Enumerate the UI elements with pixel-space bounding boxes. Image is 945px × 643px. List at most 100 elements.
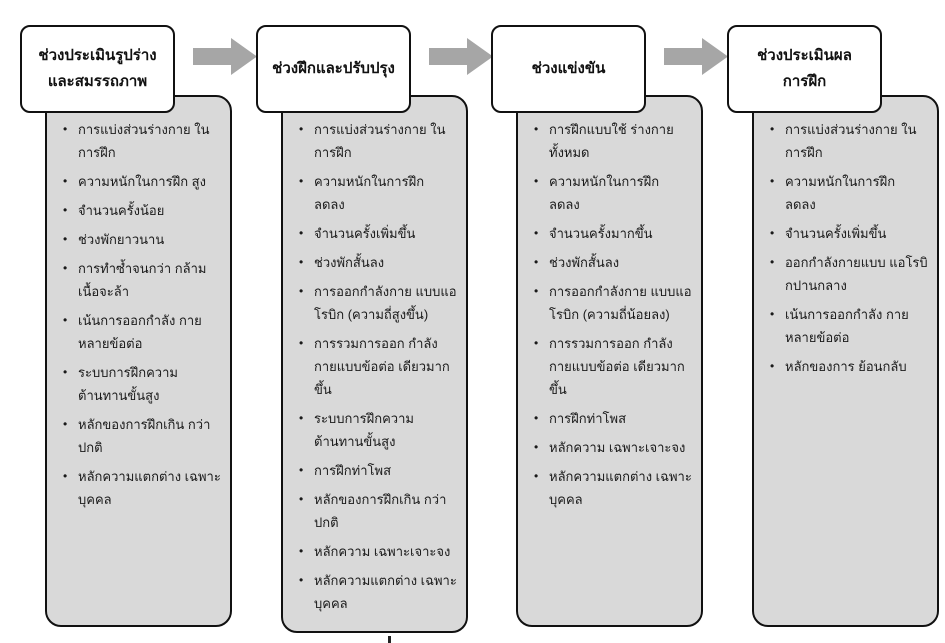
list-item: • การออกกำลังกาย แบบแอโรบิก (ความถี่น้อย…: [534, 280, 693, 326]
list-item: • หลักความ เฉพาะเจาะจง: [299, 540, 458, 563]
list-item-text: การทำซ้ำจนกว่า กล้ามเนื้อจะล้า: [78, 261, 207, 299]
bullet-icon: •: [534, 255, 539, 269]
list-item-text: หลักความแตกต่าง เฉพาะบุคคล: [78, 469, 221, 507]
list-item-text: ช่วงพักยาวนาน: [78, 232, 165, 247]
arrow-right-glyph: [429, 38, 493, 75]
bullet-icon: •: [63, 313, 68, 327]
list-item: • การรวมการออก กำลังกายแบบข้อต่อ เดียวมา…: [534, 332, 693, 401]
bullet-icon: •: [534, 174, 539, 188]
phase-title: ช่วงแข่งขัน: [532, 56, 606, 82]
list-item: • เน้นการออกกำลัง กายหลายข้อต่อ: [770, 303, 929, 349]
bullet-icon: •: [299, 255, 304, 269]
phase-list-box: • การแบ่งส่วนร่างกาย ในการฝึก • ความหนัก…: [752, 95, 939, 627]
list-item: • หลักความแตกต่าง เฉพาะบุคคล: [63, 465, 222, 511]
phase-item-list: • การแบ่งส่วนร่างกาย ในการฝึก • ความหนัก…: [770, 118, 929, 378]
list-item-text: การฝึกท่าโพส: [314, 463, 391, 478]
list-item: • หลักของการ ย้อนกลับ: [770, 355, 929, 378]
phase-column: • การฝึกแบบใช้ ร่างกายทั้งหมด • ความหนัก…: [491, 25, 703, 635]
bullet-icon: •: [770, 174, 775, 188]
list-item: • การฝึกท่าโพส: [299, 459, 458, 482]
bullet-icon: •: [299, 573, 304, 587]
list-item: • การรวมการออก กำลังกายแบบข้อต่อ เดียวมา…: [299, 332, 458, 401]
arrow-right-icon: [193, 38, 257, 75]
caption-fragment: [388, 636, 391, 643]
bullet-icon: •: [63, 203, 68, 217]
phase-item-list: • การฝึกแบบใช้ ร่างกายทั้งหมด • ความหนัก…: [534, 118, 693, 511]
bullet-icon: •: [770, 307, 775, 321]
list-item-text: ระบบการฝึกความ ต้านทานขั้นสูง: [78, 365, 178, 403]
list-item-text: เน้นการออกกำลัง กายหลายข้อต่อ: [78, 313, 202, 351]
bullet-icon: •: [63, 261, 68, 275]
phase-title-line: ช่วงประเมินผล: [757, 47, 852, 64]
phase-title-box: ช่วงประเมินรูปร่างและสมรรถภาพ: [20, 25, 175, 113]
bullet-icon: •: [534, 284, 539, 298]
list-item-text: หลักของการฝึกเกิน กว่าปกติ: [78, 417, 211, 455]
list-item-text: หลักของการฝึกเกิน กว่าปกติ: [314, 492, 447, 530]
list-item-text: หลักความ เฉพาะเจาะจง: [549, 440, 686, 455]
bullet-icon: •: [770, 255, 775, 269]
phase-title: ช่วงประเมินรูปร่างและสมรรถภาพ: [38, 43, 156, 95]
list-item-text: หลักความแตกต่าง เฉพาะบุคคล: [549, 469, 692, 507]
list-item-text: ความหนักในการฝึก สูง: [78, 174, 206, 189]
list-item-text: หลักความแตกต่าง เฉพาะบุคคล: [314, 573, 457, 611]
bullet-icon: •: [299, 226, 304, 240]
phase-column: • การแบ่งส่วนร่างกาย ในการฝึก • ความหนัก…: [727, 25, 939, 635]
list-item-text: จำนวนครั้งน้อย: [78, 203, 165, 218]
list-item: • ระบบการฝึกความ ต้านทานขั้นสูง: [299, 407, 458, 453]
bullet-icon: •: [63, 417, 68, 431]
list-item-text: จำนวนครั้งเพิ่มขึ้น: [785, 226, 887, 241]
phase-column: • การแบ่งส่วนร่างกาย ในการฝึก • ความหนัก…: [20, 25, 232, 635]
list-item-text: ช่วงพักสั้นลง: [549, 255, 620, 270]
bullet-icon: •: [534, 440, 539, 454]
list-item: • การทำซ้ำจนกว่า กล้ามเนื้อจะล้า: [63, 257, 222, 303]
list-item: • การแบ่งส่วนร่างกาย ในการฝึก: [63, 118, 222, 164]
list-item: • การแบ่งส่วนร่างกาย ในการฝึก: [770, 118, 929, 164]
phase-title: ช่วงฝึกและปรับปรุง: [272, 56, 395, 82]
phase-list-box: • การแบ่งส่วนร่างกาย ในการฝึก • ความหนัก…: [281, 95, 468, 633]
list-item-text: การฝึกท่าโพส: [549, 411, 626, 426]
bullet-icon: •: [63, 365, 68, 379]
phase-title: ช่วงประเมินผลการฝึก: [757, 43, 852, 95]
list-item: • หลักความ เฉพาะเจาะจง: [534, 436, 693, 459]
phase-item-list: • การแบ่งส่วนร่างกาย ในการฝึก • ความหนัก…: [63, 118, 222, 511]
list-item-text: หลักของการ ย้อนกลับ: [785, 359, 907, 374]
phase-list-box: • การแบ่งส่วนร่างกาย ในการฝึก • ความหนัก…: [45, 95, 232, 627]
list-item-text: จำนวนครั้งมากขึ้น: [549, 226, 653, 241]
list-item-text: การแบ่งส่วนร่างกาย ในการฝึก: [78, 122, 210, 160]
bullet-icon: •: [299, 544, 304, 558]
list-item-text: การรวมการออก กำลังกายแบบข้อต่อ เดียวมากข…: [314, 336, 450, 397]
list-item: • หลักความแตกต่าง เฉพาะบุคคล: [534, 465, 693, 511]
bullet-icon: •: [63, 469, 68, 483]
list-item-text: ความหนักในการฝึก ลดลง: [549, 174, 660, 212]
list-item: • การฝึกท่าโพส: [534, 407, 693, 430]
phase-title-box: ช่วงฝึกและปรับปรุง: [256, 25, 411, 113]
phase-column: • การแบ่งส่วนร่างกาย ในการฝึก • ความหนัก…: [256, 25, 468, 635]
list-item-text: การแบ่งส่วนร่างกาย ในการฝึก: [314, 122, 446, 160]
bullet-icon: •: [299, 174, 304, 188]
list-item-text: ความหนักในการฝึก ลดลง: [785, 174, 896, 212]
arrow-right-icon: [429, 38, 493, 75]
list-item: • จำนวนครั้งน้อย: [63, 199, 222, 222]
list-item: • จำนวนครั้งมากขึ้น: [534, 222, 693, 245]
bullet-icon: •: [299, 284, 304, 298]
list-item-text: การรวมการออก กำลังกายแบบข้อต่อ เดียวมากข…: [549, 336, 685, 397]
bullet-icon: •: [534, 122, 539, 136]
list-item: • จำนวนครั้งเพิ่มขึ้น: [770, 222, 929, 245]
list-item: • ช่วงพักสั้นลง: [534, 251, 693, 274]
bullet-icon: •: [770, 359, 775, 373]
bullet-icon: •: [299, 463, 304, 477]
arrow-right-glyph: [664, 38, 728, 75]
list-item-text: การฝึกแบบใช้ ร่างกายทั้งหมด: [549, 122, 674, 160]
list-item: • ช่วงพักสั้นลง: [299, 251, 458, 274]
bullet-icon: •: [299, 411, 304, 425]
list-item-text: การออกกำลังกาย แบบแอโรบิก (ความถี่สูงขึ้…: [314, 284, 457, 322]
list-item: • การฝึกแบบใช้ ร่างกายทั้งหมด: [534, 118, 693, 164]
bullet-icon: •: [299, 492, 304, 506]
phase-title-line: ช่วงแข่งขัน: [531, 60, 606, 77]
phase-title-line: ช่วงฝึกและปรับปรุง: [272, 60, 395, 77]
list-item: • การแบ่งส่วนร่างกาย ในการฝึก: [299, 118, 458, 164]
list-item: • ระบบการฝึกความ ต้านทานขั้นสูง: [63, 361, 222, 407]
phase-title-box: ช่วงแข่งขัน: [491, 25, 646, 113]
bullet-icon: •: [299, 336, 304, 350]
